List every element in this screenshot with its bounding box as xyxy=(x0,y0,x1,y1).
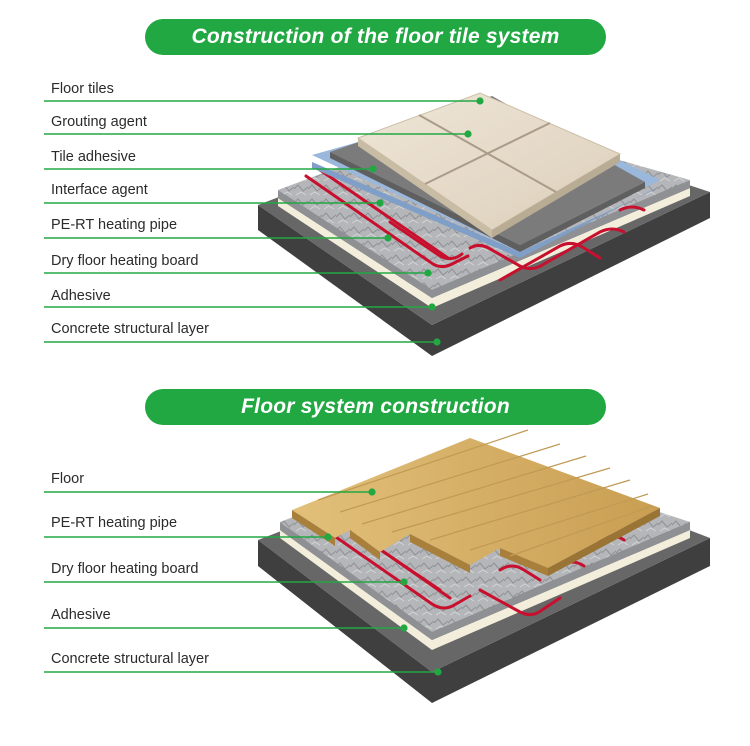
floor-system-title: Floor system construction xyxy=(145,389,606,425)
layer-label: PE-RT heating pipe xyxy=(51,217,178,233)
layer-label: PE-RT heating pipe xyxy=(51,515,178,531)
leader-dot xyxy=(400,578,408,586)
grout-line xyxy=(424,122,551,185)
layer-label: Concrete structural layer xyxy=(51,651,209,667)
leader-dot xyxy=(384,234,392,242)
leader-dot xyxy=(376,199,384,207)
leader-dot xyxy=(433,338,441,346)
layer-label: Concrete structural layer xyxy=(51,321,209,337)
layer-label: Interface agent xyxy=(51,182,148,198)
layer-label: Adhesive xyxy=(51,288,111,304)
leader-dot xyxy=(400,624,408,632)
leader-dot xyxy=(464,130,472,138)
layer-label: Floor tiles xyxy=(51,81,114,97)
leader-dot xyxy=(324,533,332,541)
interface-agent-layer xyxy=(312,162,660,258)
heating-pipes xyxy=(304,168,646,282)
layer-label: Dry floor heating board xyxy=(51,253,199,269)
leader-dot xyxy=(434,668,442,676)
leader-dot xyxy=(368,488,376,496)
adhesive-layer-2 xyxy=(280,530,690,650)
leader-dot xyxy=(424,269,432,277)
adhesive-layer xyxy=(278,188,690,308)
wood-floor xyxy=(292,429,660,576)
layer-label: Adhesive xyxy=(51,607,111,623)
leader-dot xyxy=(476,97,484,105)
floor-tiles xyxy=(356,92,622,238)
leader-dot xyxy=(369,165,377,173)
layer-label: Floor xyxy=(51,471,85,487)
tile-system-title: Construction of the floor tile system xyxy=(145,19,606,55)
floor-system-diagram xyxy=(258,429,710,703)
layer-label: Tile adhesive xyxy=(51,149,136,165)
leader-dot xyxy=(428,303,436,311)
layer-label: Grouting agent xyxy=(51,114,147,130)
layer-label: Dry floor heating board xyxy=(51,561,199,577)
